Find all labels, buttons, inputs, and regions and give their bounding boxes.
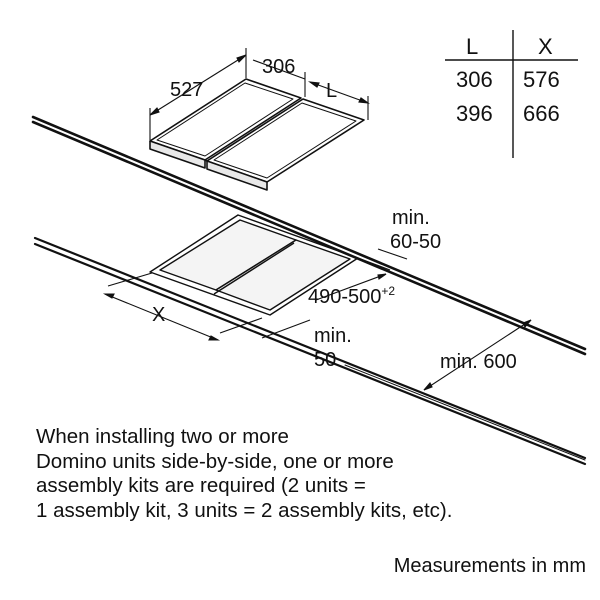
dim-label-60-50: 60-50 bbox=[390, 231, 441, 253]
table-header-l: L bbox=[466, 34, 478, 59]
note-line-2: Domino units side-by-side, one or more bbox=[36, 449, 394, 473]
installation-note: When installing two or more Domino units… bbox=[36, 425, 596, 523]
dim-label-min-side: min. bbox=[314, 325, 352, 347]
table-cell-l-1: 306 bbox=[456, 67, 493, 92]
table-header-x: X bbox=[538, 34, 553, 59]
domino-units bbox=[149, 78, 365, 191]
dim-label-527: 527 bbox=[170, 79, 203, 101]
table-cell-x-1: 576 bbox=[523, 67, 560, 92]
table-cell-x-2: 666 bbox=[523, 101, 560, 126]
dim-label-306: 306 bbox=[262, 56, 295, 78]
dim-label-min-600: min. 600 bbox=[440, 351, 517, 373]
dim-label-x: X bbox=[152, 304, 165, 326]
dim-label-min-back: min. bbox=[392, 207, 430, 229]
note-line-3: assembly kits are required (2 units = bbox=[36, 474, 366, 497]
dim-label-l: L bbox=[326, 80, 337, 102]
dim-label-50: 50 bbox=[314, 349, 336, 371]
countertop-top-edge bbox=[31, 115, 587, 356]
cutout-outline bbox=[149, 214, 359, 316]
dimension-table bbox=[445, 30, 578, 158]
dim-label-490-500: 490-500+2 bbox=[308, 284, 395, 308]
top-dimension-lines bbox=[149, 48, 371, 140]
cutout-dimension-lines bbox=[102, 248, 532, 391]
units-caption: Measurements in mm bbox=[393, 555, 586, 577]
note-line-4: 1 assembly kit, 3 units = 2 assembly kit… bbox=[36, 498, 453, 522]
table-cell-l-2: 396 bbox=[456, 101, 493, 126]
note-line-1: When installing two or more bbox=[36, 425, 289, 448]
dim-label-490-500-sup: +2 bbox=[381, 284, 395, 298]
dim-label-490-500-main: 490-500 bbox=[308, 286, 381, 308]
